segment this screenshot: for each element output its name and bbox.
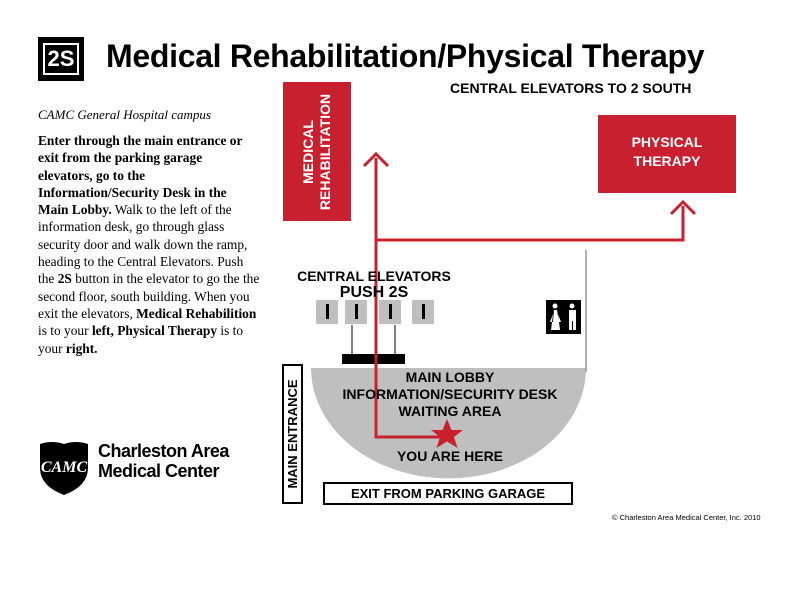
physical-therapy-label-1: PHYSICAL: [632, 134, 703, 150]
directions-part: button in the elevator to go the the sec…: [38, 271, 260, 321]
waiting-area-label: WAITING AREA: [399, 403, 502, 419]
directions-part: Medical Rehabilition: [136, 305, 257, 321]
logo-text: Charleston Area Medical Center: [98, 441, 229, 481]
push-label: PUSH 2S: [340, 284, 409, 301]
directions-part: is to your: [38, 323, 92, 339]
info-desk-label: INFORMATION/SECURITY DESK: [343, 386, 558, 402]
medical-rehabilitation-box: [283, 82, 351, 221]
camc-monogram: CAMC: [41, 459, 88, 476]
logo-line1: Charleston Area: [98, 441, 229, 461]
exit-garage-label: EXIT FROM PARKING GARAGE: [351, 486, 545, 501]
main-entrance-box: [282, 364, 303, 504]
copyright: © Charleston Area Medical Center, Inc. 2…: [612, 513, 761, 522]
directions-part: Walk to the left of the information desk…: [38, 202, 248, 287]
directions-part: right.: [65, 340, 98, 356]
main-lobby-label: MAIN LOBBY: [406, 369, 495, 385]
medical-rehab-label-2: REHABILITATION: [317, 94, 333, 210]
physical-therapy-box: [598, 115, 736, 193]
campus-label: CAMC General Hospital campus: [38, 107, 211, 122]
floor-badge: 2S: [38, 37, 84, 81]
parking-garage-exit-box: [323, 482, 573, 505]
directions-part: 2S: [57, 271, 72, 287]
page-title: Medical Rehabilitation/Physical Therapy: [106, 38, 705, 74]
medical-rehab-label-1: MEDICAL: [300, 120, 316, 184]
directions-part: Enter through the main entrance or exit …: [38, 133, 243, 218]
floor-badge-label: 2S: [42, 43, 80, 75]
physical-therapy-label-2: THERAPY: [634, 153, 702, 169]
security-desk: [342, 354, 405, 364]
route-path: [362, 151, 697, 439]
central-elevators: [316, 300, 434, 324]
directions-text: Enter through the main entrance or exit …: [38, 132, 260, 357]
camc-shield-icon: [40, 442, 88, 495]
central-elevators-label: CENTRAL ELEVATORS: [297, 268, 451, 284]
logo-line2: Medical Center: [98, 461, 220, 481]
directions-part: is to your: [38, 323, 244, 356]
camc-logo: CAMC: [40, 442, 88, 495]
restroom-icon: [546, 300, 581, 334]
you-are-here-label: YOU ARE HERE: [397, 448, 503, 464]
page-subtitle: CENTRAL ELEVATORS TO 2 SOUTH: [450, 80, 692, 96]
main-entrance-label: MAIN ENTRANCE: [285, 379, 300, 488]
you-are-here-star-icon: [431, 419, 463, 448]
directions-part: left, Physical Therapy: [91, 323, 218, 339]
